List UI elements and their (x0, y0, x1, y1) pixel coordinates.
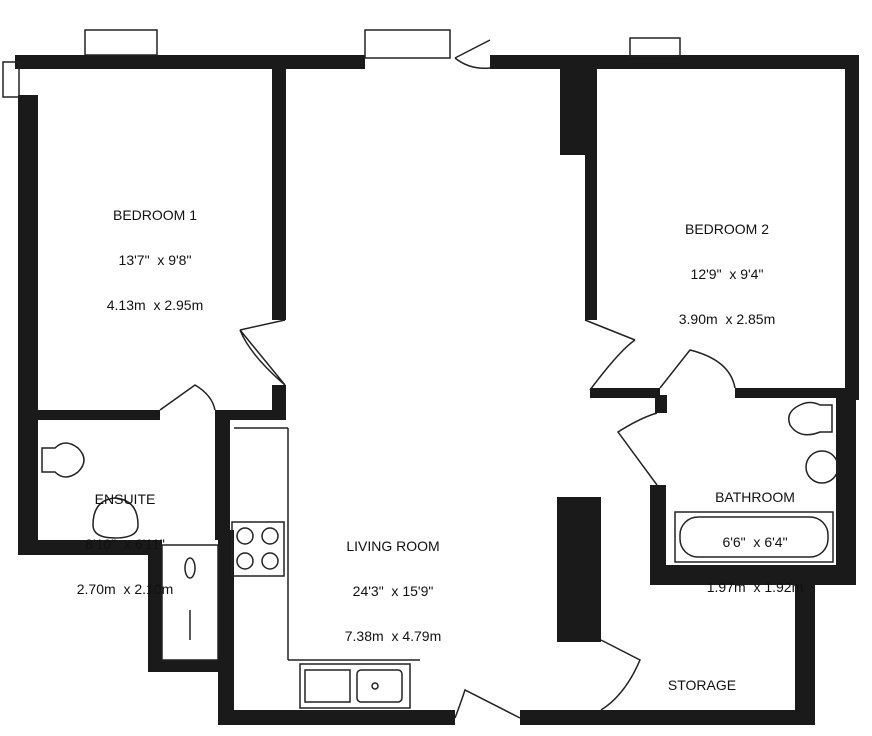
wall (285, 55, 365, 69)
room-metric: 7.38m x 4.79m (344, 628, 442, 644)
wall (557, 497, 601, 642)
wall (585, 55, 597, 320)
room-name: LIVING ROOM (346, 538, 440, 554)
wall (735, 388, 859, 398)
room-imperial: 6'6" x 6'4" (722, 534, 788, 550)
door-swing (159, 384, 216, 411)
room-metric: 2.70m x 2.10m (76, 581, 174, 597)
door-swing (600, 639, 641, 711)
toilet (41, 442, 85, 478)
sink-drainer (304, 669, 351, 703)
bathtub (674, 511, 834, 563)
wall (490, 55, 580, 69)
wall (590, 388, 660, 398)
wall (215, 420, 230, 540)
room-label-storage: STORAGE (652, 648, 752, 708)
room-name: ENSUITE (94, 491, 156, 507)
door-swing (659, 349, 736, 389)
bathtub-inner (679, 516, 829, 558)
wall (795, 585, 815, 725)
wall (520, 710, 815, 725)
room-metric: 4.13m x 2.95m (106, 297, 204, 313)
toilet (788, 401, 833, 436)
kitchen-sink (299, 663, 411, 709)
shower-tray (161, 544, 219, 661)
hob-ring (236, 552, 254, 570)
door-swing (454, 39, 491, 70)
wall (218, 710, 455, 725)
room-imperial: 13'7" x 9'8" (118, 252, 192, 268)
wall (15, 55, 285, 69)
room-label-bedroom-1: BEDROOM 1 13'7" x 9'8" 4.13m x 2.95m (80, 178, 230, 328)
wall (148, 660, 233, 672)
door-swing (454, 688, 521, 719)
window (364, 29, 451, 59)
basin (805, 450, 839, 484)
window (84, 29, 158, 56)
room-metric: 3.90m x 2.85m (678, 311, 776, 327)
door-swing (239, 319, 286, 386)
sink-drain (371, 682, 379, 690)
room-name: BEDROOM 2 (684, 221, 769, 237)
room-metric: 1.97m x 1.92m (706, 579, 804, 595)
wall (655, 395, 667, 413)
room-imperial: 24'3" x 15'9" (352, 583, 434, 599)
wall (215, 410, 285, 420)
walls (15, 55, 859, 725)
wall (595, 55, 857, 69)
door-swing (584, 319, 636, 391)
shower-drain (184, 557, 196, 579)
door-swing (616, 412, 658, 486)
wall (272, 55, 286, 320)
wall (218, 530, 234, 725)
room-label-living-room: LIVING ROOM 24'3" x 15'9" 7.38m x 4.79m (318, 509, 468, 659)
wall (148, 540, 162, 672)
hob-ring (236, 527, 254, 545)
room-name: BATHROOM (715, 489, 795, 505)
wall (18, 95, 38, 555)
room-label-bedroom-2: BEDROOM 2 12'9" x 9'4" 3.90m x 2.85m (652, 192, 802, 342)
hob-ring (261, 527, 279, 545)
wall (650, 485, 666, 585)
wall (836, 395, 856, 585)
wall (38, 410, 160, 420)
wall (845, 55, 859, 400)
room-label-bathroom: BATHROOM 6'6" x 6'4" 1.97m x 1.92m (680, 460, 830, 610)
window (2, 61, 20, 98)
room-name: BEDROOM 1 (112, 207, 197, 223)
basin (92, 497, 139, 539)
room-imperial: 8'10" x 6'11" (85, 536, 165, 552)
room-label-ensuite: ENSUITE 8'10" x 6'11" 2.70m x 2.10m (50, 462, 200, 612)
window (629, 37, 681, 57)
room-name: STORAGE (667, 677, 737, 693)
wall (18, 540, 160, 555)
wall (650, 565, 856, 585)
sink-bowl (356, 669, 403, 703)
room-imperial: 12'9" x 9'4" (690, 266, 764, 282)
hob-ring (261, 552, 279, 570)
hob (231, 521, 285, 577)
